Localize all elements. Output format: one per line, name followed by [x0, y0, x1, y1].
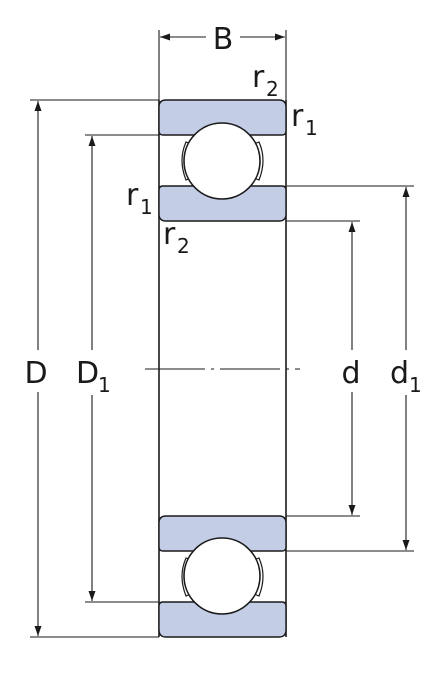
label-d1-inner: d 1: [390, 356, 422, 397]
label-d-outer: D: [24, 356, 47, 391]
label-r2-top-sub: 2: [266, 77, 279, 101]
label-r2-top-main: r: [252, 60, 265, 95]
top-section: [158, 99, 287, 222]
label-b: B: [213, 22, 234, 57]
label-r1-left-main: r: [126, 178, 139, 213]
label-r2-left-main: r: [163, 217, 176, 252]
label-r2-left-sub: 2: [177, 234, 190, 258]
bottom-inner-ring: [158, 515, 287, 552]
extension-lines: [30, 30, 414, 638]
dimension-lines: [34, 33, 410, 636]
top-inner-ring: [158, 185, 287, 222]
label-d1-outer: D 1: [76, 356, 111, 397]
bottom-ball: [183, 537, 261, 615]
bearing-body: [145, 99, 300, 638]
label-r2-top: r 2: [252, 60, 279, 101]
label-d1-outer-main: D: [76, 356, 99, 391]
label-r1-left-sub: 1: [140, 195, 153, 219]
label-bore-d: d: [341, 356, 360, 391]
label-d1-inner-sub: 1: [409, 373, 422, 397]
label-r1-top-main: r: [291, 99, 304, 134]
bottom-outer-ring: [158, 601, 287, 638]
label-r2-left: r 2: [163, 217, 190, 258]
bottom-section: [158, 515, 287, 638]
label-r1-top-sub: 1: [305, 116, 318, 140]
labels: B D D 1 d d 1 r 2 r 1 r 1 r 2: [24, 22, 421, 397]
top-ball: [183, 122, 261, 200]
label-r1-left: r 1: [126, 178, 153, 219]
top-outer-ring: [158, 99, 287, 136]
label-d1-outer-sub: 1: [98, 373, 111, 397]
label-r1-top: r 1: [291, 99, 318, 140]
label-d1-inner-main: d: [390, 356, 409, 391]
